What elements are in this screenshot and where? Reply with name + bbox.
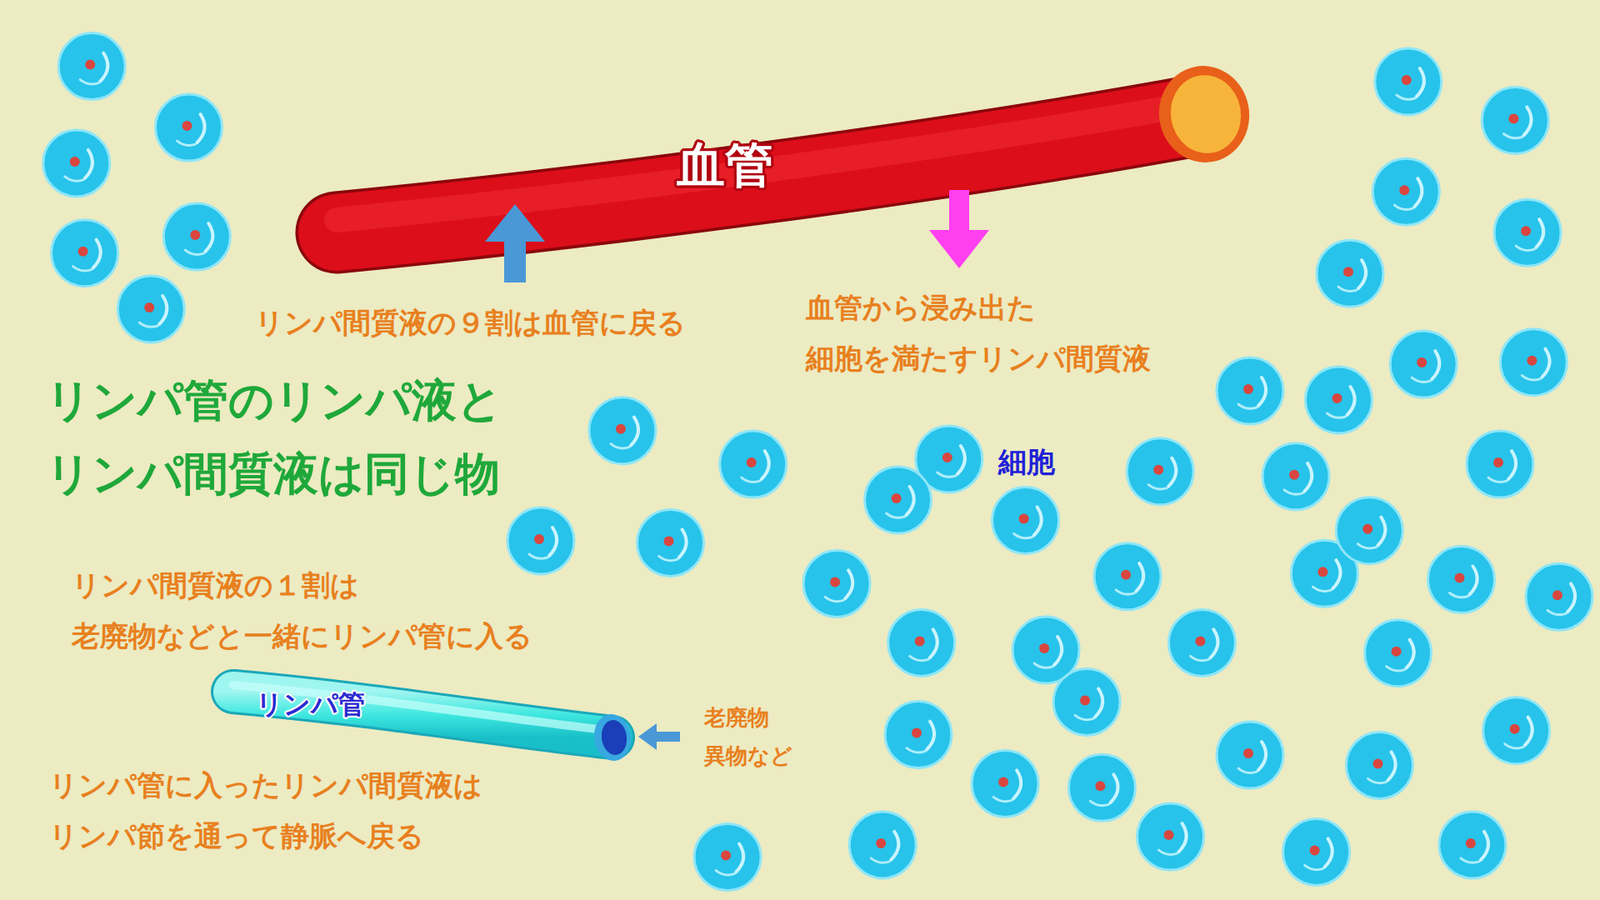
note-text: リンパ間質液の９割は血管に戻る [255, 301, 772, 344]
cell [888, 609, 955, 676]
cell [589, 397, 656, 465]
cell [1068, 754, 1135, 821]
lymph-vessel-label: リンパ管 [249, 685, 372, 724]
waste-arrow [638, 723, 680, 750]
note-text: リンパ管に入ったリンパ間質液は リンパ節を通って静脈へ戻る [49, 760, 533, 862]
cell [637, 509, 705, 576]
cell [1053, 668, 1120, 735]
cell [1305, 366, 1373, 434]
cell [1365, 620, 1432, 687]
cell [1216, 721, 1284, 789]
cell [1168, 609, 1235, 676]
cell [43, 130, 110, 197]
note-text: リンパ間質液の１割は 老廃物などと一緒にリンパ管に入る [71, 560, 589, 662]
cell [1316, 240, 1384, 307]
cell [117, 275, 185, 343]
cell [1375, 48, 1442, 115]
cell [720, 430, 787, 498]
cell [885, 701, 952, 769]
cell [1500, 329, 1567, 396]
blood-vessel-label: 血管 [670, 132, 780, 198]
cell [1372, 158, 1440, 225]
cell [1216, 357, 1284, 425]
cell [1525, 563, 1593, 630]
blood-vessel [336, 59, 1257, 233]
cell [1094, 543, 1161, 610]
cell [163, 203, 230, 270]
note-text: 血管から浸み出た 細胞を満たすリンパ間質液 [805, 282, 1198, 385]
cell [1494, 199, 1561, 266]
headline: リンパ管のリンパ液と リンパ間質液は同じ物 [45, 364, 563, 511]
cell [51, 220, 119, 287]
return-arrow [485, 204, 545, 283]
cell-group [43, 33, 1593, 891]
cell [1483, 697, 1550, 765]
cell [1466, 430, 1534, 498]
seep-arrow [929, 190, 990, 269]
part-label: 細胞 [998, 443, 1074, 480]
cell [1428, 546, 1495, 614]
cell [1390, 330, 1457, 398]
lymph-vessel [233, 685, 635, 764]
cell [1439, 811, 1506, 879]
cell [992, 487, 1060, 555]
cell [971, 750, 1039, 817]
cell [1283, 818, 1350, 885]
cell [1481, 87, 1549, 155]
cell [1262, 443, 1330, 510]
cell [1335, 497, 1403, 565]
cell [865, 466, 932, 534]
cell [1137, 803, 1205, 870]
note-text: 老廃物 異物など [704, 698, 830, 775]
cell [803, 550, 870, 617]
cell [1126, 438, 1194, 505]
cell [155, 94, 223, 161]
cell [58, 33, 125, 100]
cell [849, 811, 916, 879]
cell [507, 507, 575, 575]
node-text: 血管 [676, 135, 774, 195]
node-text: リンパ管 [255, 688, 365, 720]
cell [694, 824, 761, 891]
cell [1346, 731, 1414, 799]
